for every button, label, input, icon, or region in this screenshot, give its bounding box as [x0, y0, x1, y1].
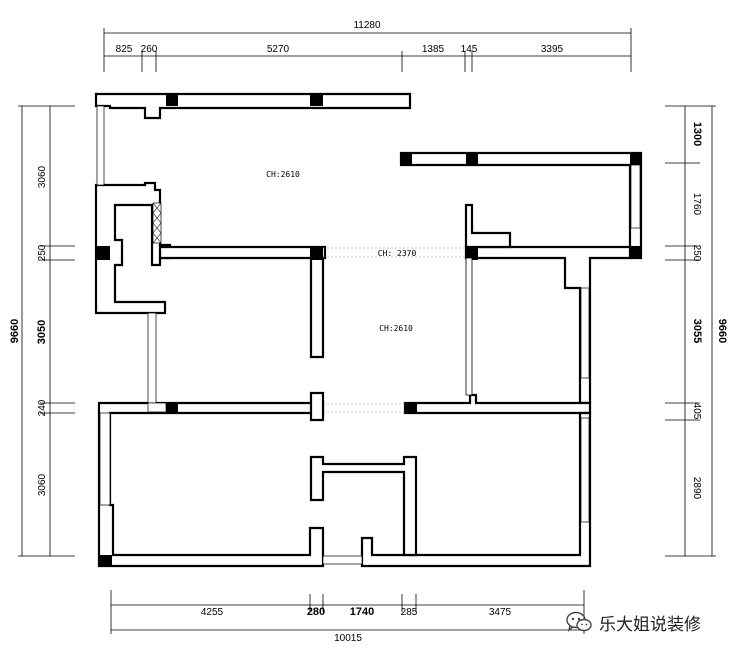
ceiling-height-upper-left: CH:2610 — [266, 170, 300, 179]
column — [96, 246, 110, 260]
dim-top-2: 260 — [141, 44, 158, 55]
window-east-middle — [580, 287, 590, 379]
right-dimension-chain: 1300 1760 250 3055 405 2890 9660 — [665, 105, 728, 557]
wall-interior-block — [309, 455, 418, 557]
dim-right-3: 250 — [691, 245, 702, 262]
dim-right-6: 2890 — [691, 477, 702, 500]
wall-mid-south-right — [403, 393, 592, 415]
walls — [94, 92, 643, 568]
column — [310, 94, 323, 106]
window-west-middle — [147, 312, 157, 404]
dim-bottom-5: 3475 — [489, 607, 512, 618]
column — [405, 402, 417, 413]
dim-bottom-3: 1740 — [350, 606, 374, 618]
wall-stub — [309, 391, 325, 422]
column — [466, 153, 478, 165]
window-south — [322, 555, 363, 565]
wall-mid-right — [464, 245, 632, 405]
dim-left-2: 250 — [37, 244, 48, 261]
dim-bottom-2: 280 — [307, 606, 325, 618]
ceiling-height-center: CH:2610 — [379, 324, 413, 333]
column — [630, 153, 641, 165]
column — [99, 555, 112, 566]
wall-south-right — [360, 411, 592, 568]
dim-left-4: 240 — [37, 399, 48, 416]
window-west-upper — [96, 105, 105, 186]
column — [466, 246, 478, 260]
wall-mid-left — [158, 245, 327, 260]
wall-north-right — [399, 151, 643, 260]
watermark-text: 乐大姐说装修 — [599, 614, 701, 635]
watermark: 乐大姐说装修 — [565, 608, 701, 636]
dim-bottom-total: 10015 — [334, 633, 362, 644]
window-east-upper — [630, 164, 641, 229]
dim-right-4: 3055 — [691, 319, 703, 343]
dim-right-5: 405 — [691, 403, 702, 420]
dim-bottom-1: 4255 — [201, 607, 224, 618]
dim-left-1: 3060 — [37, 165, 48, 188]
top-dimension-chain: 11280 825 260 5270 1385 145 3395 — [103, 20, 632, 72]
wall-north-top — [94, 92, 412, 120]
window-corner — [147, 402, 167, 413]
windows — [96, 105, 641, 565]
dim-left-total: 9660 — [9, 319, 21, 343]
dim-bottom-4: 285 — [401, 607, 418, 618]
dim-right-total: 9660 — [716, 319, 728, 343]
column — [310, 246, 323, 260]
column — [166, 402, 178, 413]
dim-left-5: 3060 — [37, 473, 48, 496]
window-west-lower — [99, 412, 111, 506]
wall-center-partition — [309, 256, 325, 359]
column — [401, 153, 412, 165]
left-dimension-chain: 3060 250 3050 240 3060 9660 — [9, 105, 75, 557]
dim-top-3: 5270 — [267, 44, 290, 55]
wechat-icon — [566, 611, 592, 632]
dim-top-5: 145 — [461, 44, 478, 55]
dim-right-1: 1300 — [691, 122, 703, 146]
wall-south-block — [97, 401, 325, 568]
window-east-lower — [580, 417, 590, 523]
dim-top-total: 11280 — [353, 20, 381, 31]
ceiling-height-corridor: CH: 2370 — [378, 249, 417, 258]
dim-top-6: 3395 — [541, 44, 564, 55]
dim-top-4: 1385 — [422, 44, 445, 55]
dim-right-2: 1760 — [691, 193, 702, 216]
dim-left-3: 3050 — [36, 320, 48, 344]
dim-top-1: 825 — [116, 44, 133, 55]
wall-stub-thin — [465, 257, 473, 396]
column — [166, 94, 178, 106]
wall-upper-right-stub — [464, 203, 512, 249]
wall-left-wing — [94, 181, 172, 315]
ventilation-shaft — [152, 202, 162, 244]
bottom-dimension-chain: 4255 280 1740 285 3475 10015 — [110, 590, 585, 644]
column — [630, 246, 641, 258]
